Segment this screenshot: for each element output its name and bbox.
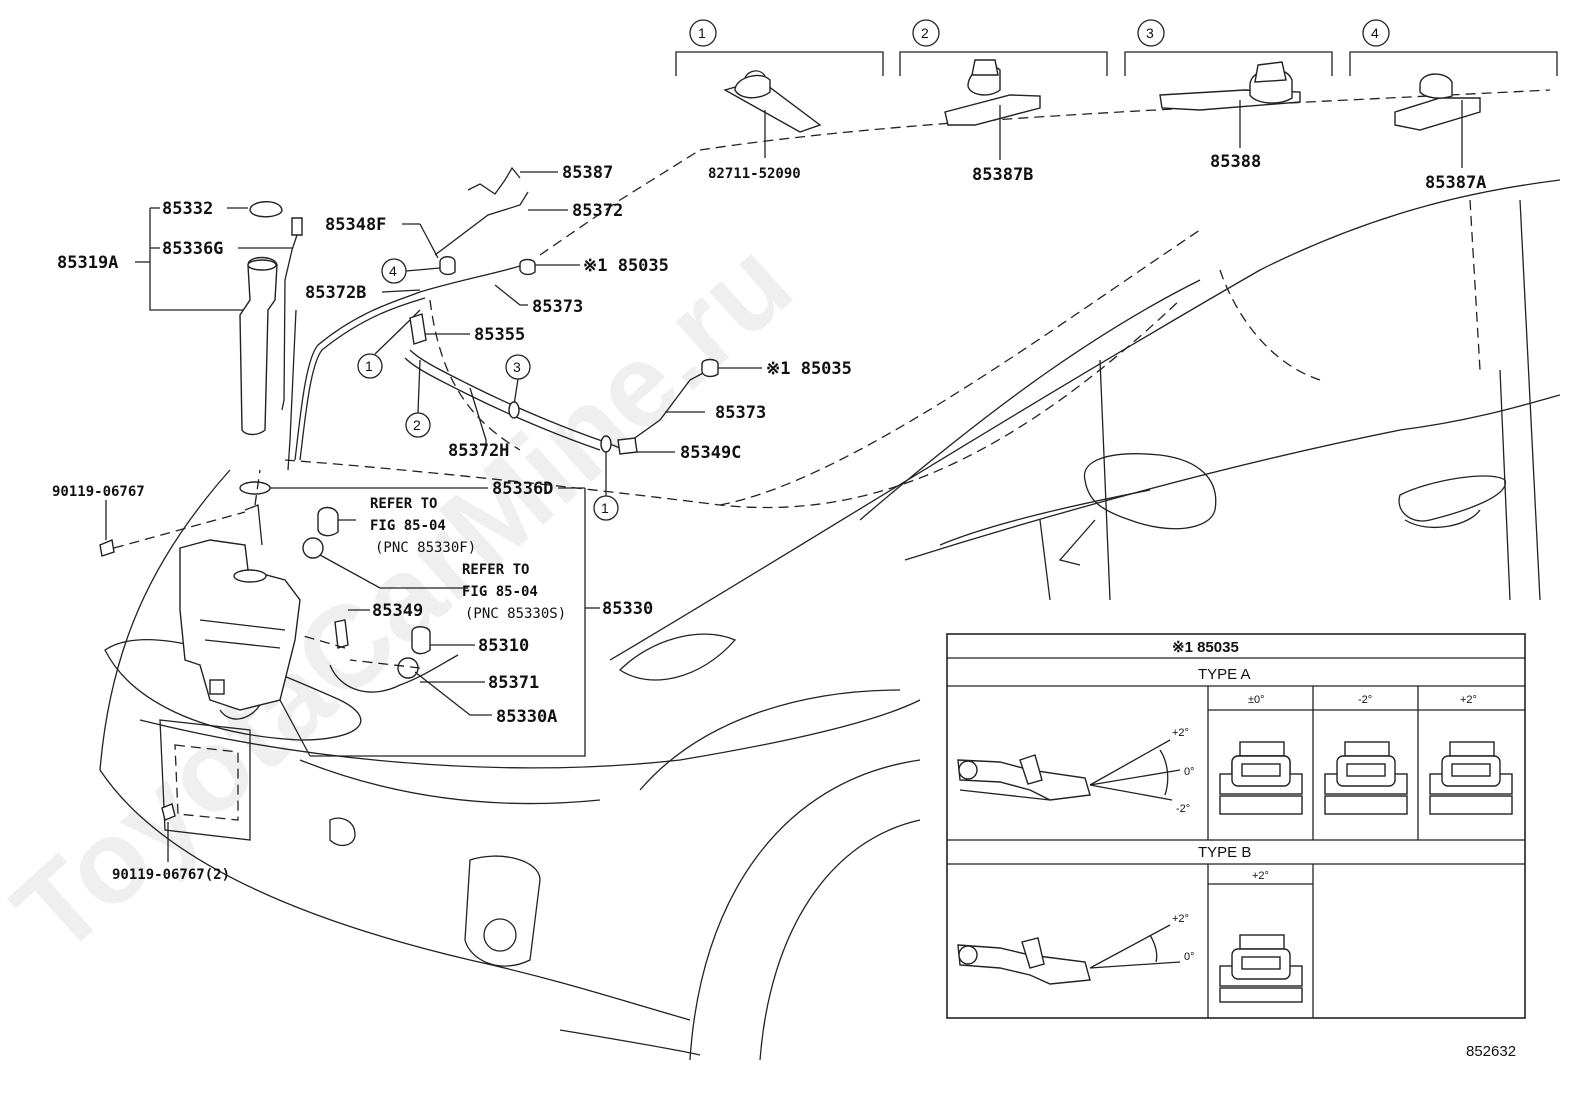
nozzle-face-minus2deg-icon [1324,741,1408,815]
clip-82711-icon [723,70,822,133]
col-b-plus2: +2° [1252,870,1269,882]
label-85387B: 85387B [972,165,1033,185]
detail-callout-1-num: 1 [698,25,706,41]
angle-b-plus2: +2° [1172,913,1189,925]
detail-views: 1 2 3 4 82711-52090 85387B 85388 [675,19,1558,193]
col-a-minus2: -2° [1358,694,1372,706]
detail-callout-2 [912,19,940,47]
angle-a-0: 0° [1184,766,1195,778]
label-90119-top: 90119-06767 [52,484,145,500]
callout-1-a: 1 [365,358,373,374]
refer-1-line-2: FIG 85-04 [370,518,446,534]
inset-type-a: TYPE A [1198,666,1251,683]
label-82711-52090: 82711-52090 [708,166,801,182]
label-85336D: 85336D [492,479,553,499]
col-a-0: ±0° [1248,694,1265,706]
washer-tank-assembly [99,201,600,862]
col-a-plus2: +2° [1460,694,1477,706]
label-85336G: 85336G [162,239,223,259]
label-85330: 85330 [602,599,653,619]
label-85355: 85355 [474,325,525,345]
part-labels: 85387 85372 85332 85336G 85319A 85348F ※… [52,163,852,883]
refer-1-line-1: REFER TO [370,496,437,512]
label-85035-top: ※1 85035 [583,256,669,276]
label-85372B: 85372B [305,283,366,303]
car-body-outline [99,89,1561,1061]
refer-1-line-3: (PNC 85330F) [375,540,476,556]
angle-b-0: 0° [1184,951,1195,963]
figure-code: 852632 [1466,1043,1516,1060]
label-85371: 85371 [488,673,539,693]
refer-2-line-2: FIG 85-04 [462,584,538,600]
hoses-nozzles [294,149,762,521]
clip-85387A-icon [1394,73,1481,131]
detail-callout-3-num: 3 [1146,25,1154,41]
label-85319A: 85319A [57,253,118,273]
label-85330A: 85330A [496,707,557,727]
label-85349: 85349 [372,601,423,621]
nozzle-face-typeb-icon [1219,934,1303,1003]
refer-2-line-3: (PNC 85330S) [465,606,566,622]
label-85387A: 85387A [1425,173,1486,193]
label-85332: 85332 [162,199,213,219]
nozzle-type-b-icon: +2° 0° [957,913,1195,985]
detail-callout-1 [689,19,717,47]
callout-4: 4 [389,263,397,279]
angle-a-plus2: +2° [1172,727,1189,739]
inset-title: ※1 85035 [1172,639,1239,656]
nozzle-type-inset: ※1 85035 TYPE A TYPE B ±0° -2° +2° +2° +… [946,633,1526,1019]
detail-callout-2-num: 2 [921,25,929,41]
angle-a-minus2: -2° [1176,803,1190,815]
callout-1-b: 1 [601,500,609,516]
callout-2: 2 [413,417,421,433]
inset-type-b: TYPE B [1198,844,1251,861]
detail-callout-4 [1362,19,1390,47]
label-85348F: 85348F [325,215,386,235]
nozzle-face-0deg-icon [1219,741,1303,815]
clip-85387B-icon [944,59,1041,126]
nozzle-type-a-icon: +2° 0° -2° [957,727,1195,815]
refer-2-line-1: REFER TO [462,562,529,578]
clip-85388-icon [1159,61,1301,111]
label-85372H: 85372H [448,441,509,461]
label-85373-top: 85373 [532,297,583,317]
callout-3: 3 [513,359,521,375]
label-85310: 85310 [478,636,529,656]
label-85388: 85388 [1210,152,1261,172]
label-85387: 85387 [562,163,613,183]
detail-callout-4-num: 4 [1371,25,1379,41]
label-85373-mid: 85373 [715,403,766,423]
watermark: ToyotaCarMine.ru [0,216,816,979]
detail-callout-3 [1137,19,1165,47]
label-90119-bottom: 90119-06767(2) [112,867,230,883]
nozzle-face-icons [1219,741,1513,1003]
nozzle-face-plus2deg-icon [1429,741,1513,815]
label-85372: 85372 [572,201,623,221]
label-85035-mid: ※1 85035 [766,359,852,379]
label-85349C: 85349C [680,443,741,463]
